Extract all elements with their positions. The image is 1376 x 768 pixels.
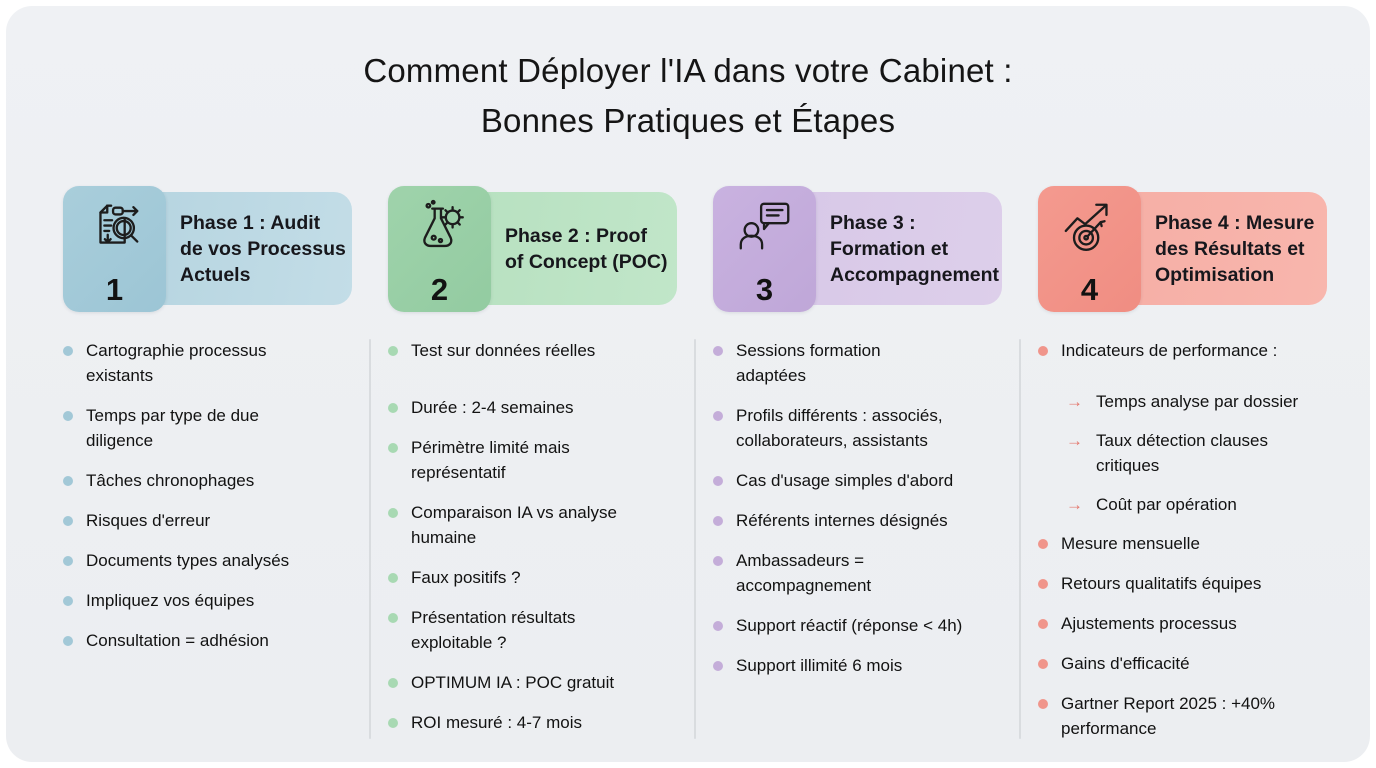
phase-title: Phase 2 : Proof of Concept (POC): [505, 224, 668, 273]
bullet-dot-icon: [388, 403, 398, 413]
phase-3-bullet-list: Sessions formation adaptées Profils diff…: [713, 338, 1015, 693]
phase-card-2: Phase 2 : Proof of Concept (POC) 2: [388, 186, 678, 312]
page-title: Comment Déployer l'IA dans votre Cabinet…: [363, 52, 1013, 139]
phase-card-1: Phase 1 : Audit de vos Processus Actuels…: [63, 186, 353, 312]
bullet-dot-icon: [388, 443, 398, 453]
arrow-icon: →: [1066, 495, 1083, 514]
list-item: Présentation résultats exploitable ?: [388, 605, 690, 655]
list-item: Gartner Report 2025 : +40% performance: [1038, 691, 1340, 741]
bullet-dot-icon: [713, 621, 723, 631]
list-item: Risques d'erreur: [63, 508, 365, 533]
list-item: Tâches chronophages: [63, 468, 365, 493]
list-item: Périmètre limité mais représentatif: [388, 435, 690, 485]
bullet-dot-icon: [63, 516, 73, 526]
bullet-dot-icon: [1038, 619, 1048, 629]
column-divider: [369, 339, 371, 739]
phase-card-3: Phase 3 : Formation et Accompagnement 3: [713, 186, 1003, 312]
phase-number: 1: [105, 272, 124, 307]
list-item: Cartographie processus existants: [63, 338, 365, 388]
list-item: Cas d'usage simples d'abord: [713, 468, 1015, 493]
phase-card-4: Phase 4 : Mesure des Résultats et Optimi…: [1038, 186, 1328, 312]
list-item: Ajustements processus: [1038, 611, 1340, 636]
bullet-dot-icon: [63, 556, 73, 566]
bullet-dot-icon: [1038, 659, 1048, 669]
phase-title: Phase 1 : Audit de vos Processus Actuels: [180, 211, 346, 286]
list-item-sub: →Taux détection clauses critiques: [1038, 428, 1340, 478]
phase-number: 4: [1080, 272, 1099, 307]
column-divider: [694, 339, 696, 739]
target-arrow-icon: [1059, 197, 1121, 259]
list-item: Consultation = adhésion: [63, 628, 365, 653]
bullet-dot-icon: [388, 718, 398, 728]
bullet-dot-icon: [713, 516, 723, 526]
document-search-icon: [84, 197, 146, 259]
bullet-dot-icon: [713, 476, 723, 486]
list-item: Test sur données réelles: [388, 338, 690, 363]
phase-number-tile: 2: [388, 186, 491, 312]
list-item: Comparaison IA vs analyse humaine: [388, 500, 690, 550]
bullet-dot-icon: [1038, 699, 1048, 709]
phase-number-tile: 4: [1038, 186, 1141, 312]
phase-number-tile: 1: [63, 186, 166, 312]
list-item: Profils différents : associés, collabora…: [713, 403, 1015, 453]
bullet-dot-icon: [63, 346, 73, 356]
list-item: Temps par type de due diligence: [63, 403, 365, 453]
list-item: Durée : 2-4 semaines: [388, 395, 690, 420]
list-item: Gains d'efficacité: [1038, 651, 1340, 676]
bullet-dot-icon: [1038, 539, 1048, 549]
list-item: Impliquez vos équipes: [63, 588, 365, 613]
phase-number: 2: [430, 272, 449, 307]
bullet-dot-icon: [63, 411, 73, 421]
list-item: Retours qualitatifs équipes: [1038, 571, 1340, 596]
list-item: Documents types analysés: [63, 548, 365, 573]
list-item-sub: →Temps analyse par dossier: [1038, 389, 1340, 414]
person-chat-icon: [734, 197, 796, 259]
arrow-icon: →: [1066, 392, 1083, 411]
flask-gear-icon: [409, 197, 471, 259]
phase-number-tile: 3: [713, 186, 816, 312]
bullet-dot-icon: [713, 556, 723, 566]
bullet-dot-icon: [388, 573, 398, 583]
bullet-dot-icon: [1038, 346, 1048, 356]
arrow-icon: →: [1066, 431, 1083, 450]
list-item: Mesure mensuelle: [1038, 531, 1340, 556]
bullet-dot-icon: [388, 613, 398, 623]
list-item: Ambassadeurs = accompagnement: [713, 548, 1015, 598]
bullet-dot-icon: [388, 508, 398, 518]
list-item-sub: →Coût par opération: [1038, 492, 1340, 517]
bullet-dot-icon: [1038, 579, 1048, 589]
bullet-dot-icon: [63, 636, 73, 646]
infographic-canvas: Comment Déployer l'IA dans votre Cabinet…: [6, 6, 1370, 762]
list-item: Sessions formation adaptées: [713, 338, 1015, 388]
bullet-dot-icon: [713, 661, 723, 671]
phase-title: Phase 3 : Formation et Accompagnement: [830, 211, 1000, 286]
bullet-dot-icon: [388, 678, 398, 688]
list-item: Support illimité 6 mois: [713, 653, 1015, 678]
list-item: Support réactif (réponse < 4h): [713, 613, 1015, 638]
bullet-dot-icon: [713, 346, 723, 356]
bullet-dot-icon: [63, 596, 73, 606]
bullet-dot-icon: [63, 476, 73, 486]
phase-number: 3: [755, 272, 774, 307]
column-divider: [1019, 339, 1021, 739]
phase-title: Phase 4 : Mesure des Résultats et Optimi…: [1155, 211, 1315, 286]
phase-1-bullet-list: Cartographie processus existants Temps p…: [63, 338, 365, 668]
list-item: Faux positifs ?: [388, 565, 690, 590]
list-item: Indicateurs de performance :: [1038, 338, 1340, 363]
phase-2-bullet-list: Test sur données réelles Durée : 2-4 sem…: [388, 338, 690, 750]
list-item: Référents internes désignés: [713, 508, 1015, 533]
phase-4-bullet-list: Indicateurs de performance : →Temps anal…: [1038, 338, 1340, 756]
list-item: ROI mesuré : 4-7 mois: [388, 710, 690, 735]
list-item: OPTIMUM IA : POC gratuit: [388, 670, 690, 695]
bullet-dot-icon: [713, 411, 723, 421]
bullet-dot-icon: [388, 346, 398, 356]
